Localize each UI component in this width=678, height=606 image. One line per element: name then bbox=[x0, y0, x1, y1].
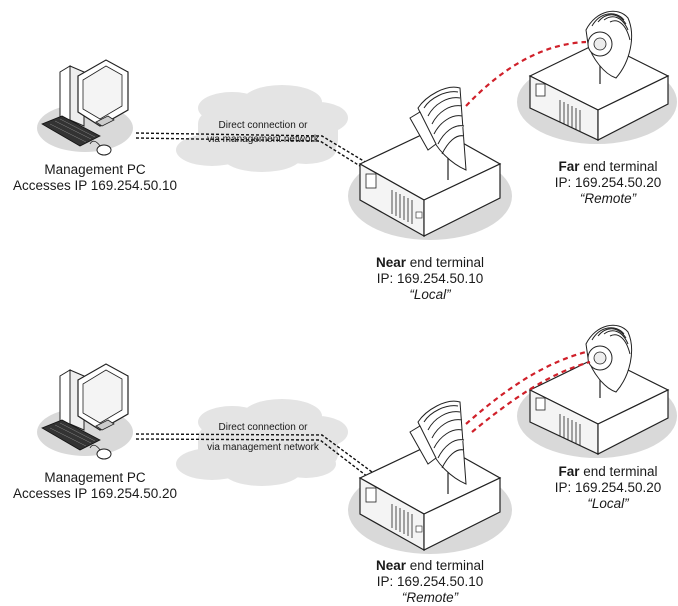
pc-access-1: Accesses IP 169.254.50.10 bbox=[12, 178, 178, 193]
management-link-2 bbox=[135, 433, 373, 478]
pc-label-2: Management PC Accesses IP 169.254.50.20 bbox=[0, 470, 190, 502]
far-ip-1: IP: 169.254.50.20 bbox=[554, 175, 662, 190]
pc-access-2: Accesses IP 169.254.50.20 bbox=[12, 486, 178, 501]
management-pc-1 bbox=[36, 59, 134, 156]
pc-title-2: Management PC bbox=[44, 470, 146, 485]
near-label-1: Near end terminal IP: 169.254.50.10 “Loc… bbox=[360, 255, 500, 303]
far-end-terminal-2 bbox=[516, 324, 678, 459]
cloud-label-2: Direct connection or via management netw… bbox=[200, 422, 326, 454]
far-label-2: Far end terminal IP: 169.254.50.20 “Loca… bbox=[540, 464, 676, 512]
far-rest-1: end terminal bbox=[579, 159, 658, 174]
near-ip-2: IP: 169.254.50.10 bbox=[376, 574, 484, 589]
scenario-1 bbox=[36, 10, 678, 241]
management-link-1 bbox=[135, 132, 373, 172]
far-end-terminal-1 bbox=[516, 10, 678, 145]
near-role-2: “Remote” bbox=[401, 590, 459, 605]
far-rest-2: end terminal bbox=[579, 464, 658, 479]
far-ip-2: IP: 169.254.50.20 bbox=[554, 480, 662, 495]
cloud-label-1-line1: Direct connection or bbox=[218, 120, 308, 131]
near-bold-1: Near bbox=[375, 255, 406, 270]
cloud-label-2-line1: Direct connection or bbox=[218, 422, 308, 433]
near-rest-2: end terminal bbox=[405, 558, 485, 573]
near-end-terminal-1 bbox=[347, 86, 513, 241]
pc-title-1: Management PC bbox=[44, 162, 146, 177]
cloud-label-2-line2: via management network bbox=[207, 442, 319, 453]
scenario-2 bbox=[36, 324, 678, 555]
far-label-1: Far end terminal IP: 169.254.50.20 “Remo… bbox=[540, 159, 676, 207]
near-ip-1: IP: 169.254.50.10 bbox=[376, 271, 484, 286]
cloud-label-1: Direct connection or via management netw… bbox=[200, 120, 326, 146]
near-role-1: “Local” bbox=[409, 287, 451, 302]
pc-label-1: Management PC Accesses IP 169.254.50.10 bbox=[0, 162, 190, 194]
management-pc-2 bbox=[36, 363, 134, 460]
far-role-1: “Remote” bbox=[579, 191, 637, 206]
far-bold-1: Far bbox=[558, 159, 580, 174]
near-bold-2: Near bbox=[375, 558, 406, 573]
near-end-terminal-2 bbox=[347, 400, 513, 555]
far-role-2: “Local” bbox=[587, 496, 629, 511]
near-label-2: Near end terminal IP: 169.254.50.10 “Rem… bbox=[360, 558, 500, 606]
far-bold-2: Far bbox=[558, 464, 580, 479]
near-rest-1: end terminal bbox=[405, 255, 485, 270]
cloud-label-1-line2: via management network bbox=[207, 134, 319, 145]
